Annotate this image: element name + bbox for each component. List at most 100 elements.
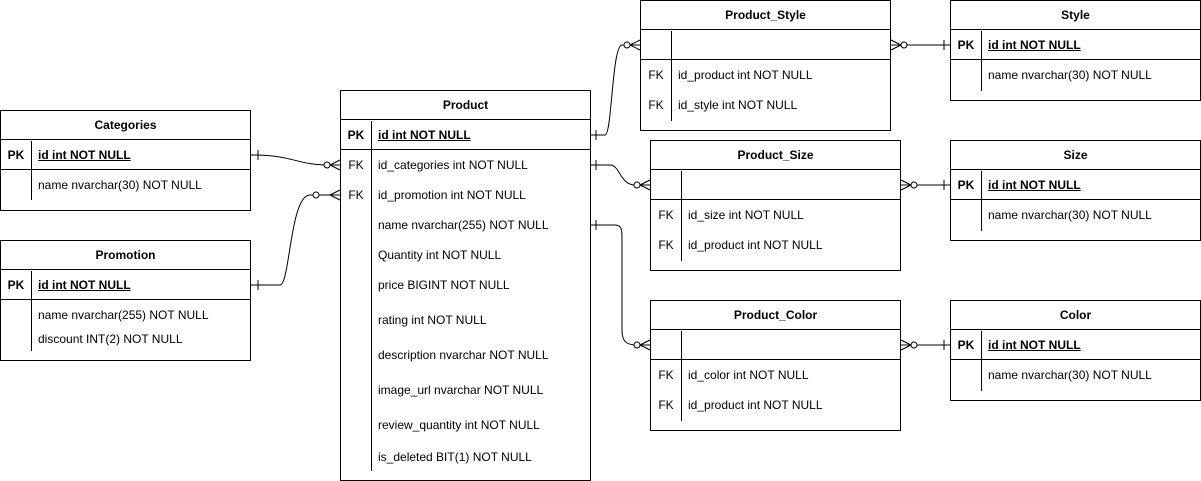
empty-pk-row bbox=[651, 170, 900, 200]
table-title: Product_Color bbox=[651, 301, 900, 330]
table-product-color[interactable]: Product_Color FK id_color int NOT NULL F… bbox=[650, 300, 901, 431]
pk-label: PK bbox=[957, 338, 975, 352]
pk-field: id int NOT NULL bbox=[988, 38, 1081, 52]
pk-row: PK id int NOT NULL bbox=[1, 140, 250, 170]
field-text: image_url nvarchar NOT NULL bbox=[378, 383, 544, 397]
field-row: name nvarchar(255) NOT NULL bbox=[341, 210, 590, 240]
table-promotion[interactable]: Promotion PK id int NOT NULL name nvarch… bbox=[0, 240, 251, 361]
table-product-style[interactable]: Product_Style FK id_product int NOT NULL… bbox=[640, 0, 891, 131]
fk-field: id_promotion int NOT NULL bbox=[378, 188, 526, 202]
link-product-product-style bbox=[591, 39, 641, 140]
table-style[interactable]: Style PK id int NOT NULL name nvarchar(3… bbox=[950, 0, 1201, 101]
table-product-size[interactable]: Product_Size FK id_size int NOT NULL FK … bbox=[650, 140, 901, 271]
table-title: Product_Size bbox=[651, 141, 900, 170]
link-product-style-style bbox=[890, 39, 950, 51]
fk-row: FK id_color int NOT NULL bbox=[651, 360, 900, 390]
table-title: Color bbox=[951, 301, 1200, 330]
table-title: Style bbox=[951, 1, 1200, 30]
fk-field: id_product int NOT NULL bbox=[688, 398, 823, 412]
key-divider bbox=[31, 141, 32, 200]
fk-field: id_categories int NOT NULL bbox=[378, 158, 528, 172]
field-text: discount INT(2) NOT NULL bbox=[38, 332, 183, 346]
pk-field: id int NOT NULL bbox=[38, 278, 131, 292]
pk-row: PK id int NOT NULL bbox=[951, 170, 1200, 200]
fk-label: FK bbox=[658, 398, 674, 412]
fk-label: FK bbox=[348, 158, 364, 172]
pk-label: PK bbox=[957, 38, 975, 52]
pk-label: PK bbox=[957, 178, 975, 192]
field-row: name nvarchar(30) NOT NULL bbox=[1, 170, 250, 200]
fk-field: id_color int NOT NULL bbox=[688, 368, 809, 382]
field-text: name nvarchar(30) NOT NULL bbox=[988, 68, 1152, 82]
table-title: Product_Style bbox=[641, 1, 890, 30]
fk-row: FK id_size int NOT NULL bbox=[651, 200, 900, 230]
table-categories[interactable]: Categories PK id int NOT NULL name nvarc… bbox=[0, 110, 251, 211]
field-row: rating int NOT NULL bbox=[341, 300, 590, 335]
pk-row: PK id int NOT NULL bbox=[951, 30, 1200, 60]
table-title: Promotion bbox=[1, 241, 250, 270]
fk-field: id_product int NOT NULL bbox=[688, 238, 823, 252]
field-text: name nvarchar(255) NOT NULL bbox=[378, 218, 549, 232]
link-product-color-color bbox=[900, 339, 950, 351]
field-row: name nvarchar(30) NOT NULL bbox=[951, 60, 1200, 90]
field-row: Quantity int NOT NULL bbox=[341, 240, 590, 270]
fk-field: id_size int NOT NULL bbox=[688, 208, 804, 222]
field-text: review_quantity int NOT NULL bbox=[378, 418, 540, 432]
field-text: name nvarchar(30) NOT NULL bbox=[38, 178, 202, 192]
fk-row: FK id_promotion int NOT NULL bbox=[341, 180, 590, 210]
key-divider bbox=[371, 121, 372, 471]
fk-label: FK bbox=[658, 368, 674, 382]
field-row: name nvarchar(255) NOT NULL bbox=[1, 300, 250, 327]
link-product-product-size bbox=[591, 160, 651, 191]
field-row: image_url nvarchar NOT NULL bbox=[341, 370, 590, 405]
fk-label: FK bbox=[648, 68, 664, 82]
key-divider bbox=[671, 31, 672, 121]
table-color[interactable]: Color PK id int NOT NULL name nvarchar(3… bbox=[950, 300, 1201, 401]
field-text: rating int NOT NULL bbox=[378, 313, 487, 327]
fk-label: FK bbox=[648, 98, 664, 112]
key-divider bbox=[981, 31, 982, 91]
fk-row: FK id_product int NOT NULL bbox=[651, 230, 900, 260]
table-product[interactable]: Product PK id int NOT NULL FK id_categor… bbox=[340, 90, 591, 481]
pk-label: PK bbox=[7, 278, 25, 292]
key-divider bbox=[981, 331, 982, 391]
pk-field: id int NOT NULL bbox=[38, 148, 131, 162]
field-row: discount INT(2) NOT NULL bbox=[1, 327, 250, 352]
link-product-product-color bbox=[591, 220, 651, 351]
fk-field: id_style int NOT NULL bbox=[678, 98, 798, 112]
empty-pk-row bbox=[641, 30, 890, 60]
field-row: description nvarchar NOT NULL bbox=[341, 335, 590, 370]
table-title: Product bbox=[341, 91, 590, 120]
field-row: name nvarchar(30) NOT NULL bbox=[951, 200, 1200, 230]
fk-row: FK id_product int NOT NULL bbox=[641, 60, 890, 90]
pk-label: PK bbox=[7, 148, 25, 162]
field-text: is_deleted BIT(1) NOT NULL bbox=[378, 450, 532, 464]
fk-row: FK id_style int NOT NULL bbox=[641, 90, 890, 120]
pk-field: id int NOT NULL bbox=[988, 178, 1081, 192]
table-title: Categories bbox=[1, 111, 250, 140]
field-row: name nvarchar(30) NOT NULL bbox=[951, 360, 1200, 390]
link-categories-product bbox=[250, 150, 341, 171]
pk-row: PK id int NOT NULL bbox=[341, 120, 590, 150]
pk-row: PK id int NOT NULL bbox=[951, 330, 1200, 360]
fk-field: id_product int NOT NULL bbox=[678, 68, 813, 82]
pk-field: id int NOT NULL bbox=[378, 128, 471, 142]
link-promotion-product bbox=[251, 189, 341, 290]
table-title: Size bbox=[951, 141, 1200, 170]
fk-label: FK bbox=[348, 188, 364, 202]
table-size[interactable]: Size PK id int NOT NULL name nvarchar(30… bbox=[950, 140, 1201, 241]
field-row: price BIGINT NOT NULL bbox=[341, 270, 590, 300]
field-text: name nvarchar(30) NOT NULL bbox=[988, 208, 1152, 222]
key-divider bbox=[681, 331, 682, 421]
field-row: review_quantity int NOT NULL bbox=[341, 405, 590, 440]
fk-row: FK id_product int NOT NULL bbox=[651, 390, 900, 420]
fk-label: FK bbox=[658, 208, 674, 222]
pk-row: PK id int NOT NULL bbox=[1, 270, 250, 300]
field-row: is_deleted BIT(1) NOT NULL bbox=[341, 440, 590, 470]
empty-pk-row bbox=[651, 330, 900, 360]
field-text: price BIGINT NOT NULL bbox=[378, 278, 510, 292]
field-text: description nvarchar NOT NULL bbox=[378, 348, 549, 362]
field-text: name nvarchar(30) NOT NULL bbox=[988, 368, 1152, 382]
key-divider bbox=[31, 271, 32, 351]
